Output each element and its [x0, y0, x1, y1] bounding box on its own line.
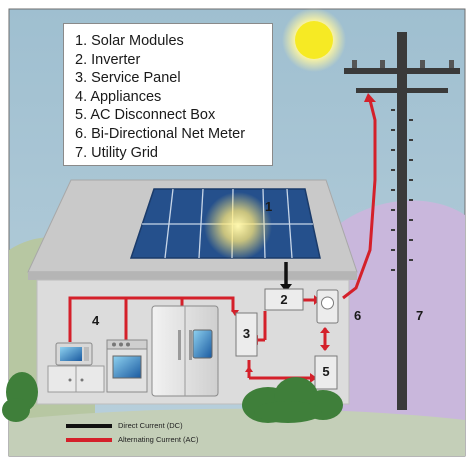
ac-disconnect-box	[314, 355, 338, 390]
ground	[9, 408, 465, 456]
bush-right	[242, 377, 343, 423]
callout-utility-grid: 7	[416, 308, 424, 323]
sun-icon	[295, 21, 333, 59]
legend-item-solar-modules: 1. Solar Modules	[75, 33, 184, 49]
legend-item-net-meter: 6. Bi-Directional Net Meter	[75, 125, 246, 142]
legend-item-utility-grid: 7. Utility Grid	[75, 144, 158, 161]
appliances	[47, 305, 219, 397]
callout-solar-modules: 1	[265, 199, 273, 214]
legend-item-appliances: 4. Appliances	[75, 88, 162, 105]
legend-box: 1. Solar Modules 2. Inverter 3. Service …	[63, 23, 273, 166]
legend-list: 1. Solar Modules 2. Inverter 3. Service …	[64, 24, 272, 162]
callout-inverter: 2	[280, 292, 288, 307]
service-panel-box	[235, 312, 258, 357]
utility-pole	[344, 32, 460, 410]
legend-item-service-panel: 3. Service Panel	[75, 70, 181, 87]
meter-dial-icon	[321, 296, 334, 310]
callout-service-panel: 3	[242, 326, 251, 341]
inverter-box	[264, 288, 304, 311]
solar-array	[129, 188, 321, 260]
roof-edge	[28, 272, 357, 280]
callout-appliances: 4	[92, 313, 100, 328]
dc-arrow	[280, 284, 292, 292]
callout-ac-disconnect: 5	[322, 364, 330, 379]
callout-net-meter: 6	[354, 308, 362, 323]
legend-item-ac-disconnect: 5. AC Disconnect Box	[75, 107, 216, 124]
ac-key-label: Alternating Current (AC)	[118, 435, 199, 444]
legend-item-inverter: 2. Inverter	[75, 51, 141, 68]
bush-left	[2, 372, 38, 422]
dc-key-label: Direct Current (DC)	[118, 421, 183, 430]
